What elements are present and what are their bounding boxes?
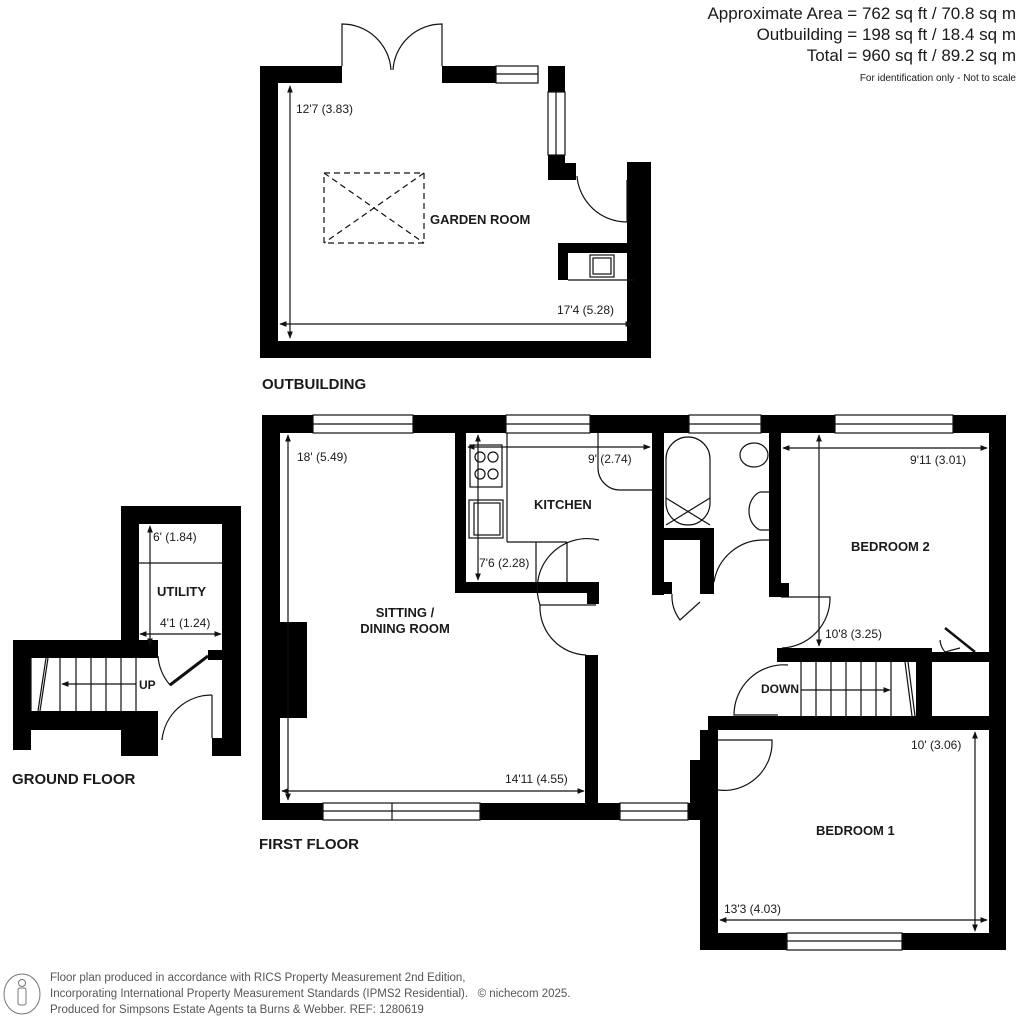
room-label-sitting-line2: DINING ROOM <box>360 621 450 636</box>
floor-label-ground: GROUND FLOOR <box>12 771 136 788</box>
outbuilding-plan <box>260 66 651 358</box>
dim-bedroom1-width: 13'3 (4.03) <box>724 902 781 916</box>
dim-sitting-width: 14'11 (4.55) <box>505 772 568 786</box>
room-label-kitchen: KITCHEN <box>534 497 592 512</box>
footer-line-3: Produced for Simpsons Estate Agents ta B… <box>50 1004 424 1016</box>
room-label-utility: UTILITY <box>157 584 207 599</box>
first-floor-plan <box>262 415 1006 950</box>
room-label-bedroom-1: BEDROOM 1 <box>816 823 895 838</box>
stairs-down-label: DOWN <box>761 682 799 696</box>
footer-line-1: Floor plan produced in accordance with R… <box>50 972 466 984</box>
dim-kitchen-width: 9' (2.74) <box>588 452 632 466</box>
dim-sitting-depth: 18' (5.49) <box>297 450 348 464</box>
floor-label-first: FIRST FLOOR <box>259 836 359 853</box>
dim-bedroom1-depth: 10' (3.06) <box>911 738 962 752</box>
approximate-area: Approximate Area = 762 sq ft / 70.8 sq m <box>707 4 1016 23</box>
copyright: © nichecom 2025. <box>477 988 571 1000</box>
outbuilding-area: Outbuilding = 198 sq ft / 18.4 sq m <box>756 25 1016 44</box>
dim-bedroom2-width: 9'11 (3.01) <box>910 453 967 467</box>
dim-kitchen-depth: 7'6 (2.28) <box>479 556 530 570</box>
room-label-garden-room: GARDEN ROOM <box>430 212 531 227</box>
dim-garden-room-width: 17'4 (5.28) <box>557 303 614 317</box>
person-in-circle-icon <box>3 973 41 1015</box>
total-area: Total = 960 sq ft / 89.2 sq m <box>806 46 1016 65</box>
dim-utility-depth: 6' (1.84) <box>153 530 197 544</box>
room-label-bedroom-2: BEDROOM 2 <box>851 539 930 554</box>
scale-note: For identification only - Not to scale <box>859 73 1016 84</box>
room-label-sitting-dining: SITTING / DINING ROOM <box>360 605 450 637</box>
room-label-sitting-line1: SITTING / <box>375 605 435 620</box>
stairs-up-label: UP <box>139 678 156 692</box>
footer-disclaimer: Floor plan produced in accordance with R… <box>50 970 571 1018</box>
dim-bedroom2-depth: 10'8 (3.25) <box>825 627 882 641</box>
ground-floor-plan <box>13 506 241 756</box>
dim-garden-room-depth: 12'7 (3.83) <box>296 102 353 116</box>
dim-utility-width: 4'1 (1.24) <box>160 616 211 630</box>
floor-label-outbuilding: OUTBUILDING <box>262 376 367 393</box>
footer-line-2: Incorporating International Property Mea… <box>50 988 571 1000</box>
